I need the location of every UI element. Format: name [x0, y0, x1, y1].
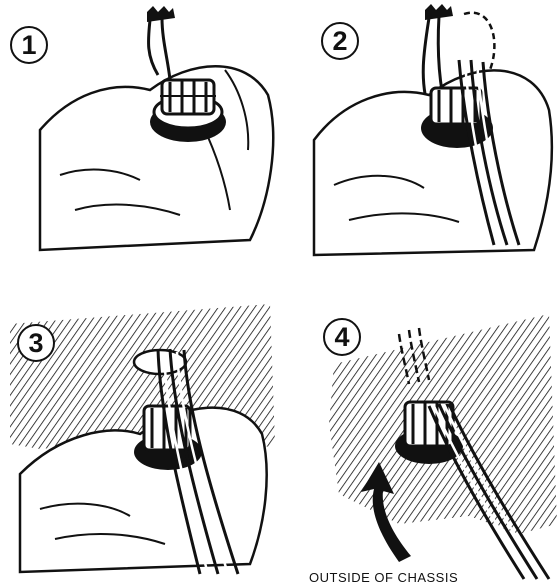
caption-outside-of-chassis: OUTSIDE OF CHASSIS [309, 570, 458, 585]
step-1-panel: 1 [0, 0, 279, 294]
step-4-panel: 4 OUTSIDE OF CHASSIS [279, 294, 558, 588]
step-number-badge: 3 [17, 324, 55, 362]
step-number-badge: 4 [323, 318, 361, 356]
step-3-panel: 3 [0, 294, 279, 588]
step-number-badge: 1 [10, 26, 48, 64]
step-2-panel: 2 [279, 0, 558, 294]
step-4-illustration [279, 294, 558, 588]
step-number-badge: 2 [321, 22, 359, 60]
